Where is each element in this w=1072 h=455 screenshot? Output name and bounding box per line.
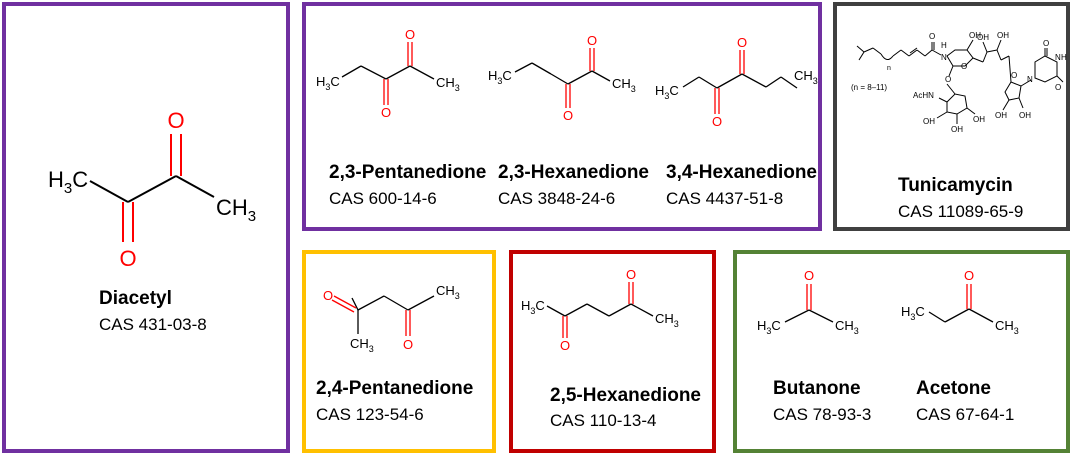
pentanedione-24-cas: CAS 123-54-6 — [316, 405, 424, 424]
hexanedione-23-o2: O — [563, 108, 573, 123]
hexanedione-34-cas: CAS 4437-51-8 — [666, 189, 784, 208]
tunicamycin-acetamido: AcHN — [913, 91, 934, 100]
hexanedione-34-ch3-left: H3C — [655, 83, 679, 101]
diacetyl-oxygen-top: O — [167, 108, 184, 133]
tunicamycin-uracil-nh-n: N — [1055, 53, 1061, 62]
tunicamycin-name: Tunicamycin — [898, 175, 1013, 196]
tunicamycin-uracil-o2: O — [1055, 83, 1061, 92]
ketones-panel: O H3C CH3 O H3C CH3 Butanone CAS 78-93-3… — [733, 250, 1070, 453]
hexanedione-25-ch3-left: H3C — [521, 298, 545, 316]
diacetyl-structure: O O H3C CH3 — [48, 108, 256, 271]
pentanedione-24-o1: O — [323, 288, 333, 303]
acetone-name: Acetone — [916, 378, 991, 399]
tunicamycin-chain-n: n — [887, 65, 891, 72]
tunicamycin-uracil-nh-h: H — [1061, 53, 1067, 62]
acetone-ch3-left: H3C — [901, 304, 925, 322]
tunicamycin-oh-5: OH — [1019, 111, 1031, 120]
butanone-ch3-left: H3C — [757, 318, 781, 336]
diacetyl-methyl-right: CH3 — [216, 195, 256, 225]
pentanedione-23-ch3-left: H3C — [316, 74, 340, 92]
pentanedione-23-name: 2,3-Pentanedione — [329, 162, 487, 183]
tunicamycin-oh-3: OH — [997, 31, 1009, 40]
hexanedione-23-o1: O — [587, 33, 597, 48]
pentanedione-24-ch3-bottom: CH3 — [350, 336, 374, 354]
hexanedione-25-cas: CAS 110-13-4 — [550, 411, 657, 430]
pentanedione-24-ch3-right: CH3 — [436, 283, 460, 301]
tunicamycin-oh-7: OH — [951, 125, 963, 134]
acetone-ch3-right: CH3 — [995, 318, 1019, 336]
pentanedione-24-name: 2,4-Pentanedione — [316, 378, 474, 399]
diacetyl-cas: CAS 431-03-8 — [99, 315, 207, 334]
hexanedione-25-panel: O O H3C CH3 2,5-Hexanedione CAS 110-13-4 — [509, 250, 716, 453]
pentanedione-23-o2: O — [381, 105, 391, 120]
tunicamycin-oh-2: OH — [977, 33, 989, 42]
tunicamycin-uracil-o1: O — [1043, 39, 1049, 48]
acetone-structure: O H3C CH3 — [901, 268, 1019, 336]
tunicamycin-amide-h: H — [941, 41, 947, 50]
diacetyl-name: Diacetyl — [99, 288, 172, 309]
tunicamycin-oh-8: OH — [973, 115, 985, 124]
hexanedione-25-structure: O O H3C CH3 — [521, 267, 679, 353]
hexanedione-34-structure: O O H3C CH3 — [655, 35, 818, 129]
hexanedione-23-ch3-left: H3C — [488, 68, 512, 86]
pentanedione-23-structure: O O H3C CH3 — [316, 27, 460, 120]
hexanedione-25-o1: O — [626, 267, 636, 282]
hexanedione-34-name: 3,4-Hexanedione — [666, 162, 817, 183]
pentanedione-24-panel: O O CH3 CH3 2,4-Pentanedione CAS 123-54-… — [302, 250, 496, 453]
hexanedione-25-o2: O — [560, 338, 570, 353]
tunicamycin-oh-1: OH — [969, 31, 981, 40]
hexanedione-23-cas: CAS 3848-24-6 — [498, 189, 616, 208]
hexanedione-34-o2: O — [712, 114, 722, 129]
tunicamycin-ring-o1: O — [961, 62, 967, 71]
acetone-oxygen: O — [964, 268, 974, 283]
butanone-cas: CAS 78-93-3 — [773, 405, 872, 424]
pentanedione-23-o1: O — [405, 27, 415, 42]
tunicamycin-uracil-n: N — [1027, 75, 1033, 84]
hexanedione-23-ch3-right: CH3 — [612, 76, 636, 94]
pentanedione-23-ch3-right: CH3 — [436, 75, 460, 93]
hexanedione-34-ch3-right: CH3 — [794, 68, 818, 86]
tunicamycin-structure: n (n = 8–11) O N H O OH OH OH O O O N H … — [851, 31, 1067, 134]
tunicamycin-amide-n: N — [941, 53, 947, 62]
hexanedione-34-o1: O — [737, 35, 747, 50]
tunicamycin-oh-4: OH — [995, 111, 1007, 120]
tunicamycin-cas: CAS 11089-65-9 — [898, 202, 1024, 221]
diketones-panel: O O H3C CH3 O O H3C CH3 — [302, 2, 822, 231]
tunicamycin-glc-o: O — [945, 75, 951, 84]
tunicamycin-amide-o: O — [929, 32, 935, 41]
tunicamycin-ribose-o: O — [1011, 71, 1017, 80]
tunicamycin-oh-6: OH — [923, 117, 935, 126]
acetone-cas: CAS 67-64-1 — [916, 405, 1015, 424]
pentanedione-23-cas: CAS 600-14-6 — [329, 189, 437, 208]
tunicamycin-panel: n (n = 8–11) O N H O OH OH OH O O O N H … — [833, 2, 1070, 231]
diacetyl-panel: O O H3C CH3 Diacetyl CAS 431-03-8 — [2, 2, 290, 453]
hexanedione-23-name: 2,3-Hexanedione — [498, 162, 649, 183]
diacetyl-oxygen-bottom: O — [119, 246, 136, 271]
pentanedione-24-structure: O O CH3 CH3 — [323, 283, 460, 354]
tunicamycin-chain-note: (n = 8–11) — [851, 83, 887, 92]
hexanedione-25-name: 2,5-Hexanedione — [550, 385, 701, 406]
butanone-structure: O H3C CH3 — [757, 268, 859, 336]
hexanedione-25-ch3-right: CH3 — [655, 311, 679, 329]
butanone-name: Butanone — [773, 378, 861, 399]
diacetyl-methyl-left: H3C — [48, 167, 88, 197]
butanone-ch3-right: CH3 — [835, 318, 859, 336]
pentanedione-24-o2: O — [403, 337, 413, 352]
hexanedione-23-structure: O O H3C CH3 — [488, 33, 636, 123]
butanone-oxygen: O — [804, 268, 814, 283]
